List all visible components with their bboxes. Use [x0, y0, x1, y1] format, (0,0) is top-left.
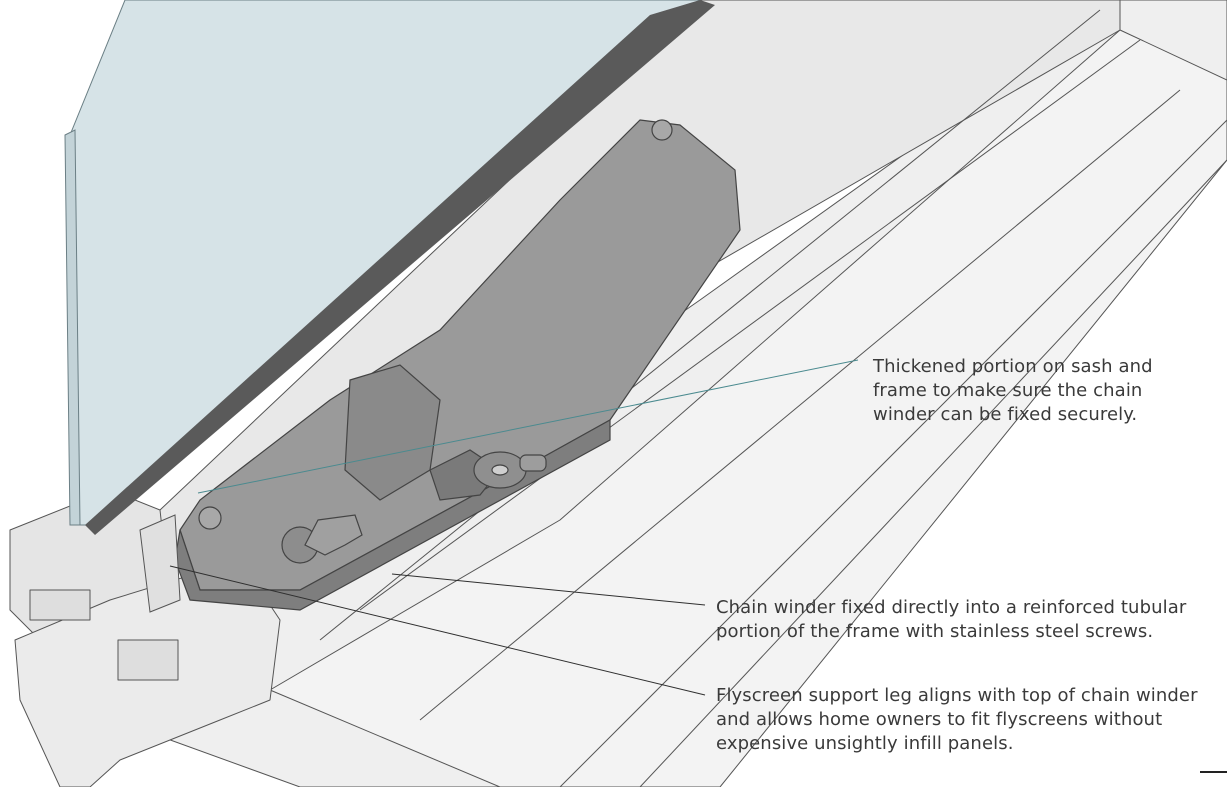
rail-edge-6 [359, 39, 1141, 611]
flyscreen-support-leg [139, 514, 181, 613]
leader-line-thickened [197, 359, 859, 494]
leader-line-flyscreen [169, 565, 706, 696]
chain-pin [519, 454, 547, 472]
callout-flyscreen-leg: Flyscreen support leg aligns with top of… [716, 684, 1224, 756]
winder-screw-bottom [198, 506, 222, 530]
callout-flyscreen-line-1: Flyscreen support leg aligns with top of… [716, 685, 1198, 706]
callout-thickened-portion: Thickened portion on sash and frame to m… [873, 355, 1186, 427]
profile-cavity-1 [117, 639, 179, 681]
callout-flyscreen-line-3: expensive unsightly infill panels. [716, 733, 1014, 754]
winder-side [174, 418, 611, 611]
frame-rail-side [269, 29, 1227, 787]
key-icon [304, 514, 363, 556]
callout-thickened-line-1: Thickened portion on sash and [873, 356, 1153, 377]
seal-strip [85, 0, 715, 535]
callout-thickened-line-2: frame to make sure the chain [873, 380, 1143, 401]
chain-winder [174, 119, 741, 611]
glass-edge [64, 129, 81, 526]
winder-screw-top [651, 119, 673, 141]
rail-edge-4 [559, 119, 1227, 787]
profile-cavity-2 [29, 589, 91, 621]
callout-chain-winder-fixed: Chain winder fixed directly into a reinf… [716, 596, 1224, 644]
rail-edge-5 [639, 159, 1227, 787]
rail-edge-2 [319, 9, 1101, 641]
callout-chain-winder-line-1: Chain winder fixed directly into a reinf… [716, 597, 1187, 618]
rail-edge-3 [419, 89, 1181, 721]
chain-link-hole [491, 464, 509, 476]
callout-thickened-line-3: winder can be fixed securely. [873, 404, 1138, 425]
leader-line-chain-winder [391, 573, 706, 606]
callout-chain-winder-line-2: portion of the frame with stainless stee… [716, 621, 1154, 642]
callout-flyscreen-line-2: and allows home owners to fit flyscreens… [716, 709, 1163, 730]
